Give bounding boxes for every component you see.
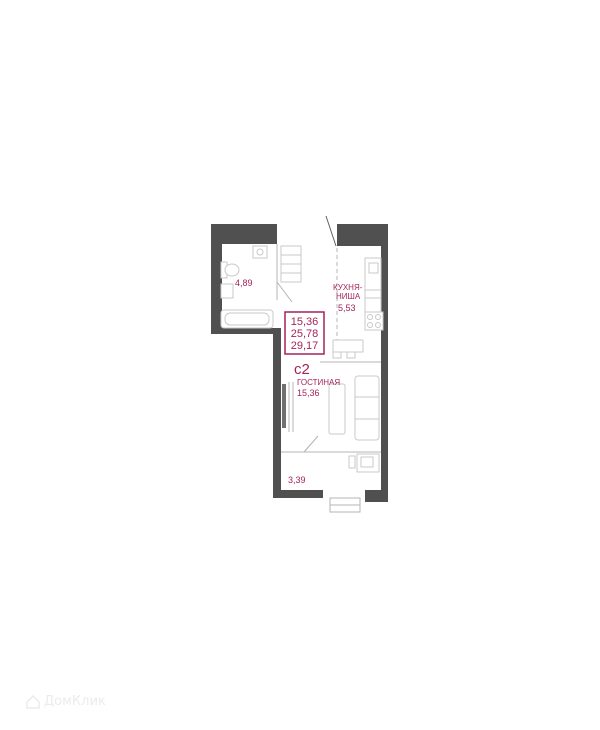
toilet-icon xyxy=(220,261,240,279)
area-summary-box xyxy=(284,311,325,355)
living-area-value: 15,36 xyxy=(291,316,319,328)
apartment-type-label: с2 xyxy=(294,361,310,378)
bathroom-top-wall xyxy=(211,224,277,244)
entrance-door-leaf xyxy=(325,215,337,247)
walls xyxy=(211,224,388,502)
stove-icon xyxy=(364,311,384,331)
total-area-with-balcony-value: 29,17 xyxy=(291,340,319,352)
bathtub-inner-icon xyxy=(224,312,270,326)
dining-table xyxy=(332,339,364,353)
bottom-right-wall xyxy=(365,490,388,502)
bathroom-bottom-wall xyxy=(211,328,277,334)
living-room-name-label: ГОСТИНАЯ xyxy=(297,378,340,387)
thin-lines xyxy=(276,215,381,513)
washbasin-drain-icon xyxy=(256,248,264,256)
kitchen-area-label: 5,53 xyxy=(338,303,356,313)
washer-icon xyxy=(220,283,234,299)
sofa-icon xyxy=(354,375,380,441)
kitchen-sink-icon xyxy=(368,262,379,274)
house-logo-icon xyxy=(26,694,40,709)
furniture xyxy=(220,245,384,473)
main-left-wall xyxy=(273,328,281,498)
right-wall xyxy=(381,224,388,502)
bathroom-door-leaf xyxy=(276,281,293,303)
bottom-left-wall xyxy=(273,490,323,498)
total-area-value: 25,78 xyxy=(291,328,319,340)
watermark-text: ДомКлик xyxy=(44,694,106,709)
bathroom-left-wall xyxy=(211,224,222,334)
balcony-area-label: 3,39 xyxy=(288,475,306,485)
watermark: ДомКлик xyxy=(26,694,106,709)
radiator xyxy=(282,384,286,428)
living-room-area-label: 15,36 xyxy=(297,388,320,398)
top-right-wall xyxy=(337,224,385,246)
coffee-table xyxy=(328,383,346,435)
chair-icon xyxy=(348,455,356,469)
stool-left xyxy=(332,351,342,359)
monitor-icon xyxy=(360,456,374,468)
kitchen-name-line2: НИША xyxy=(336,292,361,301)
balcony-door-leaf xyxy=(303,435,319,453)
bathroom-area-label: 4,89 xyxy=(235,278,253,288)
kitchen-name-line1: КУХНЯ- xyxy=(333,283,363,292)
stool-right xyxy=(346,351,356,359)
